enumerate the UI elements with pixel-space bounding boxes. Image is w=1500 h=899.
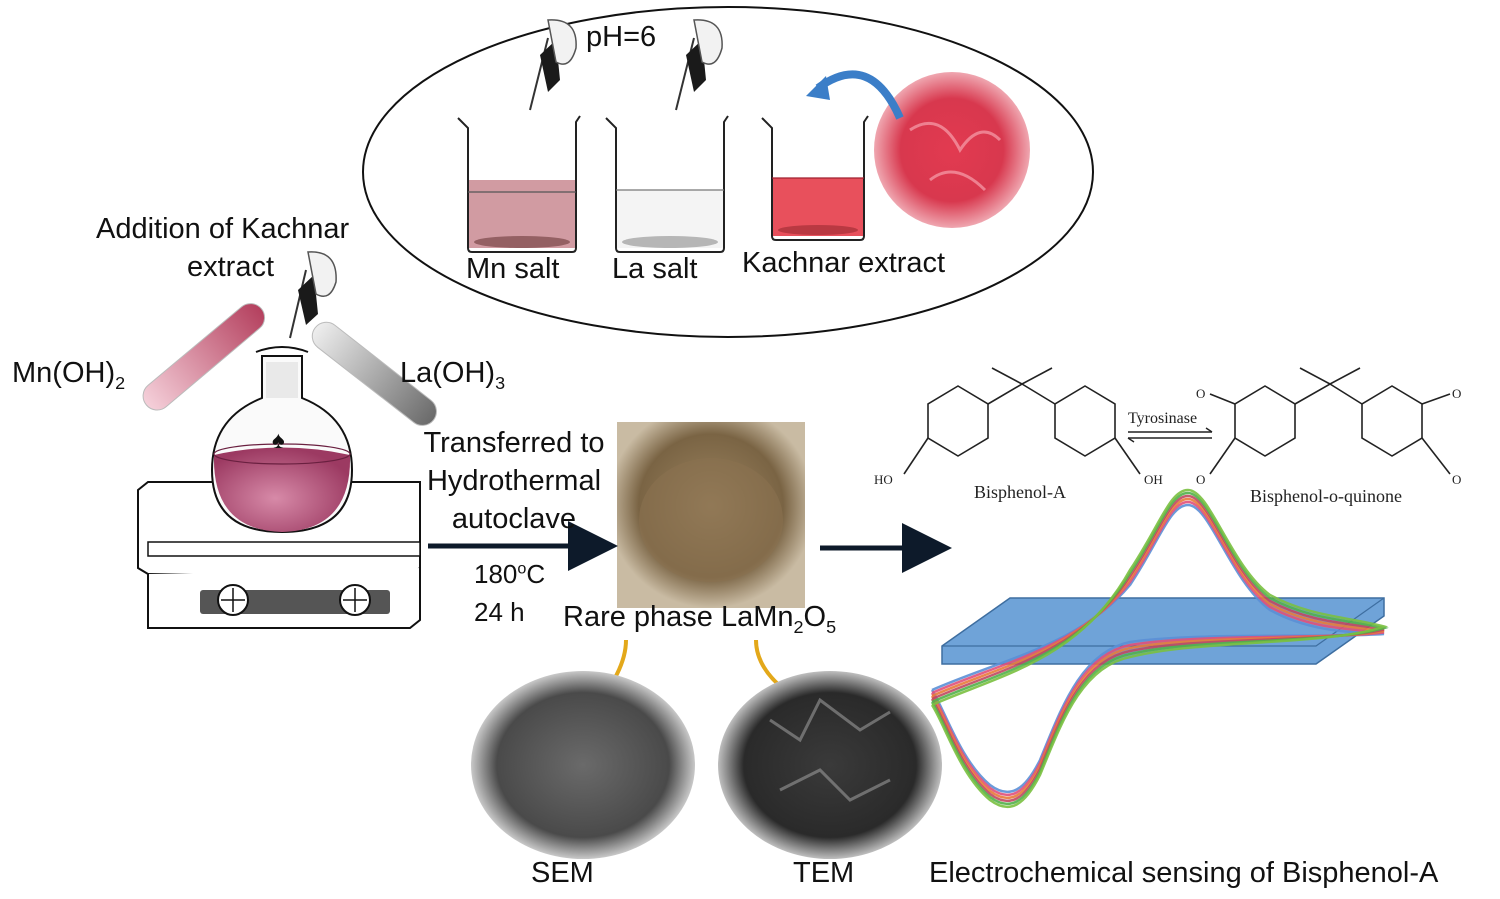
pipette-icon — [675, 19, 723, 111]
product-name: Bisphenol-o-quinone — [1250, 486, 1402, 506]
tem-label: TEM — [793, 857, 855, 889]
cv-curves — [930, 488, 1389, 809]
o-label: O — [1452, 472, 1462, 487]
flask-setup: ♠ — [137, 251, 437, 629]
o-label: O — [1452, 386, 1462, 401]
beaker-label-la: La salt — [612, 253, 698, 285]
enzyme-label: Tyrosinase — [1128, 410, 1198, 427]
sem-label: SEM — [531, 857, 594, 889]
cv-curve-line — [930, 494, 1385, 803]
pipette-icon — [529, 19, 577, 111]
duration-label: 24 h — [474, 597, 525, 627]
tube-label-mn: Mn(OH)2 — [12, 357, 126, 393]
test-tube-mn — [142, 303, 266, 411]
cv-curve-line — [930, 497, 1385, 800]
product-label: Rare phase LaMn2O5 — [563, 601, 837, 637]
kachnar-flower-icon — [874, 72, 1030, 228]
cv-curve-line — [930, 491, 1389, 806]
ph-label: pH=6 — [586, 21, 657, 53]
beaker-kachnar-extract — [761, 115, 869, 241]
temperature-label: 180oC — [474, 559, 546, 589]
tube-label-la: La(OH)3 — [400, 357, 506, 393]
beaker-label-kachnar: Kachnar extract — [742, 247, 946, 279]
precursor-ellipse — [362, 6, 1094, 338]
curved-arrow-icon — [815, 70, 904, 120]
o-label: O — [1196, 472, 1206, 487]
precursor-panel — [362, 6, 1094, 338]
transfer-label-line1: Transferred to — [423, 427, 605, 459]
beaker-mn-salt — [457, 115, 581, 253]
cv-curve-line — [930, 503, 1385, 794]
test-tube-la — [311, 321, 437, 426]
tem-image — [718, 671, 942, 859]
knob-icon — [217, 584, 249, 616]
beaker-label-mn: Mn salt — [466, 253, 560, 285]
o-label: O — [1196, 386, 1206, 401]
electrode-icon — [941, 597, 1385, 665]
cv-curve-line — [930, 500, 1385, 797]
pipette-icon — [289, 251, 337, 339]
bisphenol-a-structure — [903, 367, 1141, 475]
knob-icon — [339, 584, 371, 616]
equilibrium-arrows-icon — [1127, 427, 1213, 443]
addition-label-line1: Addition of Kachnar — [96, 213, 350, 245]
reactant-name: Bisphenol-A — [974, 482, 1066, 502]
stir-bar-icon: ♠ — [272, 427, 285, 454]
sem-image — [471, 671, 695, 859]
ho-label: HO — [874, 472, 893, 487]
cv-curve-line — [930, 488, 1389, 809]
transfer-label-line3: autoclave — [451, 503, 577, 535]
beaker-la-salt — [605, 115, 729, 253]
transfer-label-line2: Hydrothermal — [426, 465, 602, 497]
bisphenol-o-quinone-structure — [1209, 367, 1451, 475]
addition-label-line2: extract — [187, 251, 275, 283]
sensing-caption: Electrochemical sensing of Bisphenol-A — [929, 857, 1439, 889]
oh-label: OH — [1144, 472, 1163, 487]
